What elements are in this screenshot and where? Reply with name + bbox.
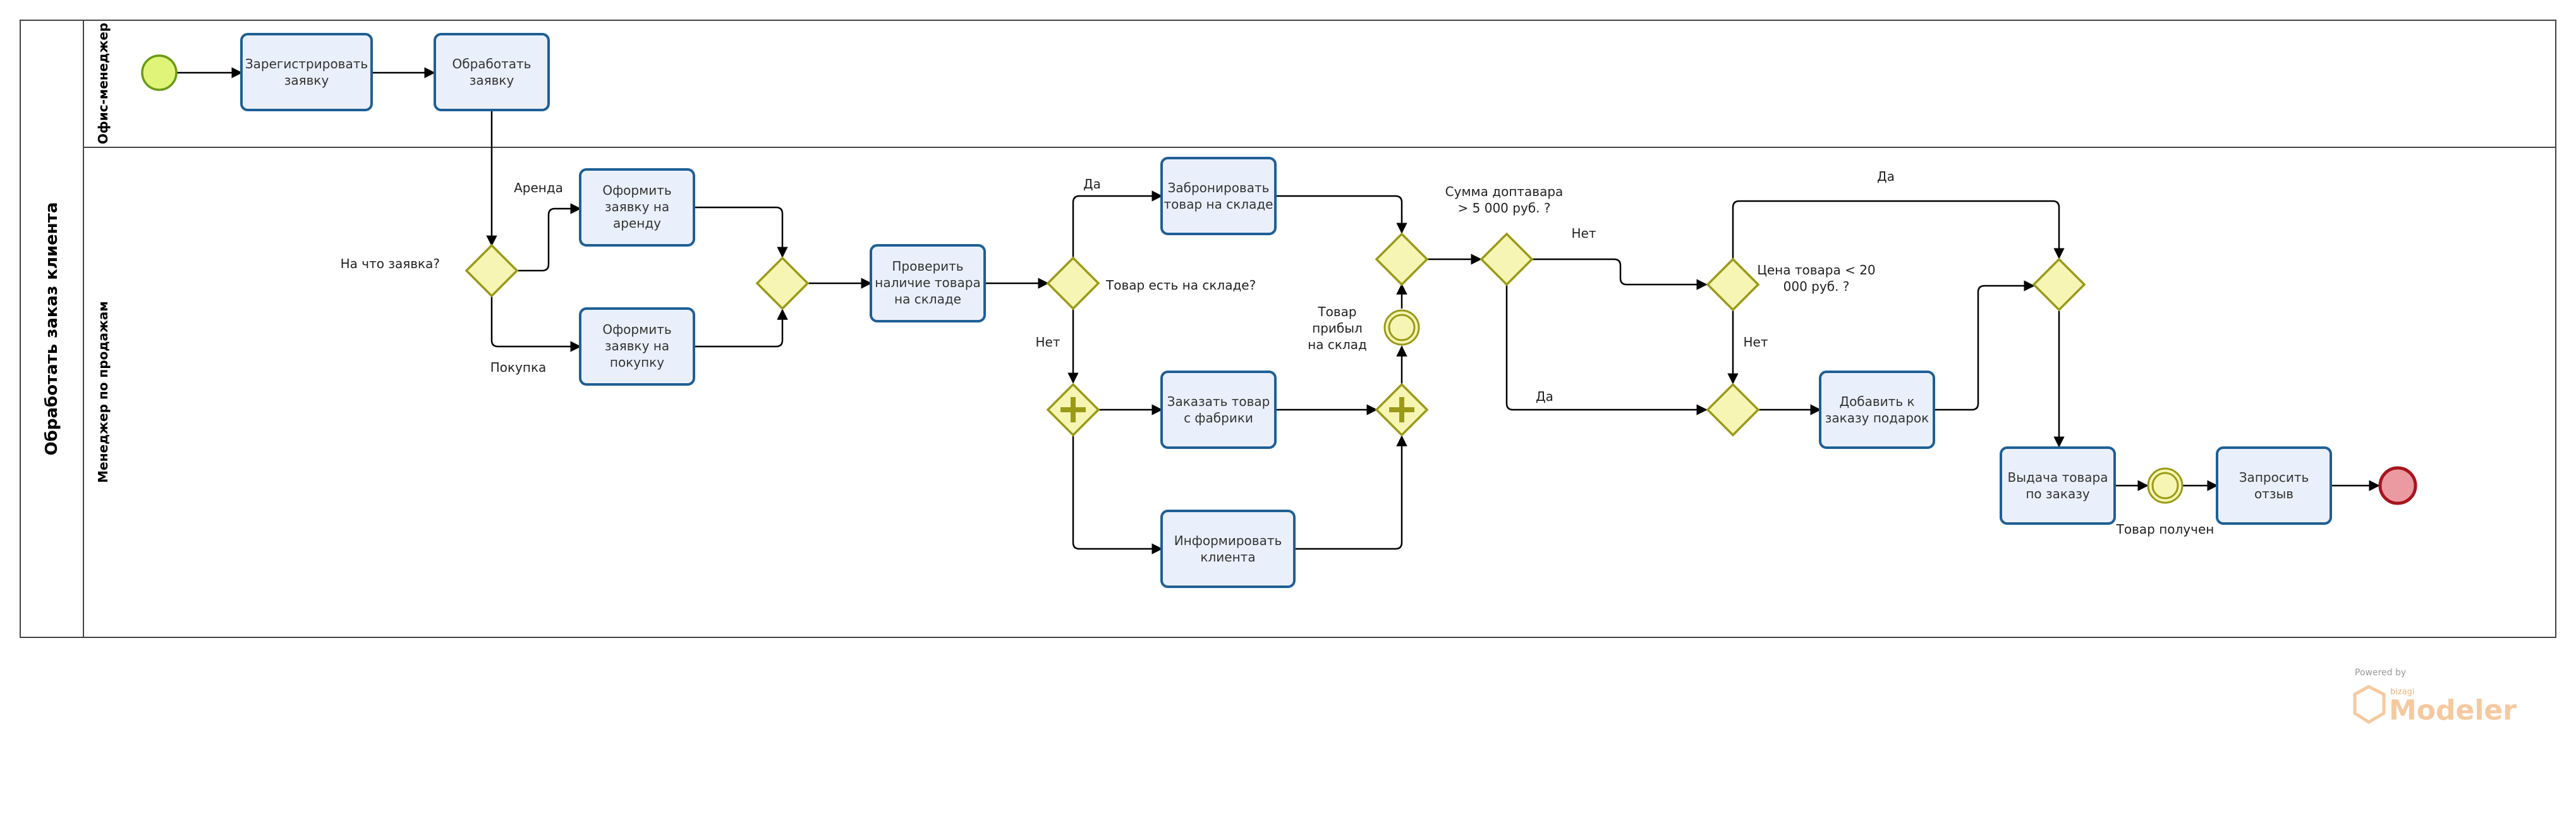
label-no-sum: Нет xyxy=(1572,226,1596,241)
flow-yes-reserve xyxy=(1072,190,1163,259)
label-no-price: Нет xyxy=(1744,334,1768,350)
label-in-stock-q: Товар есть на складе? xyxy=(1105,278,1256,293)
label-arrived-line2: прибыл xyxy=(1312,321,1363,336)
flow-gift-merge xyxy=(1934,280,2035,411)
task-inform[interactable]: Информировать клиента xyxy=(1160,510,1296,588)
flow-labels: На что заявка? Аренда Покупка Да Нет Тов… xyxy=(341,169,2215,537)
task-deliver[interactable]: Выдача товара по заказу xyxy=(2000,446,2116,525)
task-purchase-line1: Оформить xyxy=(602,322,671,337)
sequence-flows xyxy=(177,67,2380,555)
pool: Обработать заказ клиента Офис-менеджер М… xyxy=(20,20,2556,638)
label-sum-q-line2: > 5 000 руб. ? xyxy=(1458,200,1551,216)
task-deliver-line1: Выдача товара xyxy=(2008,470,2108,485)
gateways xyxy=(465,232,2086,437)
flow-reserve-merge xyxy=(1275,195,1407,234)
gateway-parallel-join xyxy=(1375,383,1429,437)
task-add-gift-line2: заказу подарок xyxy=(1825,410,1929,426)
task-process-line1: Обработать xyxy=(453,56,532,71)
flow-sum-no xyxy=(1532,258,1708,290)
task-purchase[interactable]: Оформить заявку на покупку xyxy=(579,307,695,386)
task-check-stock-line3: на складе xyxy=(894,291,961,307)
gateway-merge-final xyxy=(2032,257,2086,312)
task-check-stock-line1: Проверить xyxy=(892,259,963,274)
gateway-sum xyxy=(1479,232,1534,286)
task-deliver-line2: по заказу xyxy=(2026,486,2090,501)
task-feedback[interactable]: Запросить отзыв xyxy=(2216,446,2332,525)
gateway-merge-request xyxy=(755,256,810,310)
watermark-powered: Powered by xyxy=(2355,668,2406,678)
task-register[interactable]: Зарегистрировать заявку xyxy=(240,33,373,111)
flow-price-yes xyxy=(1732,200,2065,259)
task-check-stock-line2: наличие товара xyxy=(875,275,980,290)
task-order-factory-line1: Заказать товар xyxy=(1167,394,1270,409)
gateway-merge-gift xyxy=(1706,383,1760,437)
label-price-q-line1: Цена товара < 20 xyxy=(1757,262,1875,278)
pool-title: Обработать заказ клиента xyxy=(42,202,61,456)
label-no-stock: Нет xyxy=(1036,334,1060,350)
label-yes-sum: Да xyxy=(1536,389,1553,404)
label-yes-stock: Да xyxy=(1083,176,1101,192)
task-inform-line2: клиента xyxy=(1200,549,1255,565)
events xyxy=(141,54,2417,505)
task-add-gift[interactable]: Добавить к заказу подарок xyxy=(1819,371,1935,449)
task-purchase-line3: покупку xyxy=(610,355,664,370)
task-register-line1: Зарегистрировать xyxy=(245,56,368,71)
label-price-q-line2: 000 руб. ? xyxy=(1783,279,1850,294)
end-event xyxy=(2378,466,2417,505)
gateway-merge-stock xyxy=(1375,232,1429,286)
task-order-factory[interactable]: Заказать товар с фабрики xyxy=(1160,371,1277,449)
task-process[interactable]: Обработать заявку xyxy=(434,33,550,111)
task-order-factory-line2: с фабрики xyxy=(1184,410,1253,426)
task-process-line2: заявку xyxy=(470,73,514,88)
task-reserve-line1: Забронировать xyxy=(1168,180,1270,195)
task-feedback-line2: отзыв xyxy=(2254,486,2293,501)
label-purchase-branch: Покупка xyxy=(490,360,547,375)
flow-rent-merge xyxy=(694,206,788,258)
flow-to-purchase xyxy=(490,296,581,352)
flow-inform-join xyxy=(1294,435,1407,550)
flow-parallel-inform xyxy=(1072,435,1163,555)
task-rent[interactable]: Оформить заявку на аренду xyxy=(579,168,695,247)
start-event xyxy=(141,54,178,91)
task-rent-line1: Оформить xyxy=(602,183,671,198)
gateway-stock xyxy=(1046,256,1100,310)
task-rent-line3: аренду xyxy=(613,216,661,231)
task-add-gift-line1: Добавить к xyxy=(1839,394,1914,409)
gateway-price xyxy=(1706,257,1760,312)
label-received: Товар получен xyxy=(2116,522,2215,537)
task-rent-line2: заявку на xyxy=(605,199,669,214)
flow-purchase-merge xyxy=(694,309,788,348)
label-arrived-line3: на склад xyxy=(1308,337,1367,352)
lane-title-sales-manager: Менеджер по продажам xyxy=(95,301,111,483)
label-rent-branch: Аренда xyxy=(514,180,563,195)
task-reserve-line2: товар на складе xyxy=(1164,197,1273,212)
watermark-brand-small: bizagi xyxy=(2390,687,2415,697)
label-what-request: На что заявка? xyxy=(341,256,440,271)
gateway-request-type xyxy=(465,243,519,298)
task-inform-line1: Информировать xyxy=(1174,533,1282,548)
label-arrived-line1: Товар xyxy=(1317,304,1356,319)
task-reserve[interactable]: Забронировать товар на складе xyxy=(1160,157,1277,235)
watermark-brand: Modeler xyxy=(2389,694,2517,727)
bizagi-logo-icon xyxy=(2353,685,2386,724)
intermediate-event-arrived xyxy=(1383,309,1420,346)
label-sum-q-line1: Сумма доптавара xyxy=(1445,184,1564,199)
lane-title-office-manager: Офис-менеджер xyxy=(95,23,111,144)
task-register-line2: заявку xyxy=(284,73,329,88)
flow-to-rent xyxy=(517,203,581,272)
intermediate-event-received xyxy=(2147,467,2184,504)
flow-sum-yes xyxy=(1505,285,1708,415)
task-feedback-line1: Запросить xyxy=(2239,470,2309,485)
label-yes-price: Да xyxy=(1877,169,1895,184)
task-purchase-line2: заявку на xyxy=(605,338,669,353)
gateway-parallel-split xyxy=(1046,383,1100,437)
task-check-stock[interactable]: Проверить наличие товара на складе xyxy=(870,244,986,322)
watermark: Powered by bizagi Modeler xyxy=(2353,668,2517,727)
